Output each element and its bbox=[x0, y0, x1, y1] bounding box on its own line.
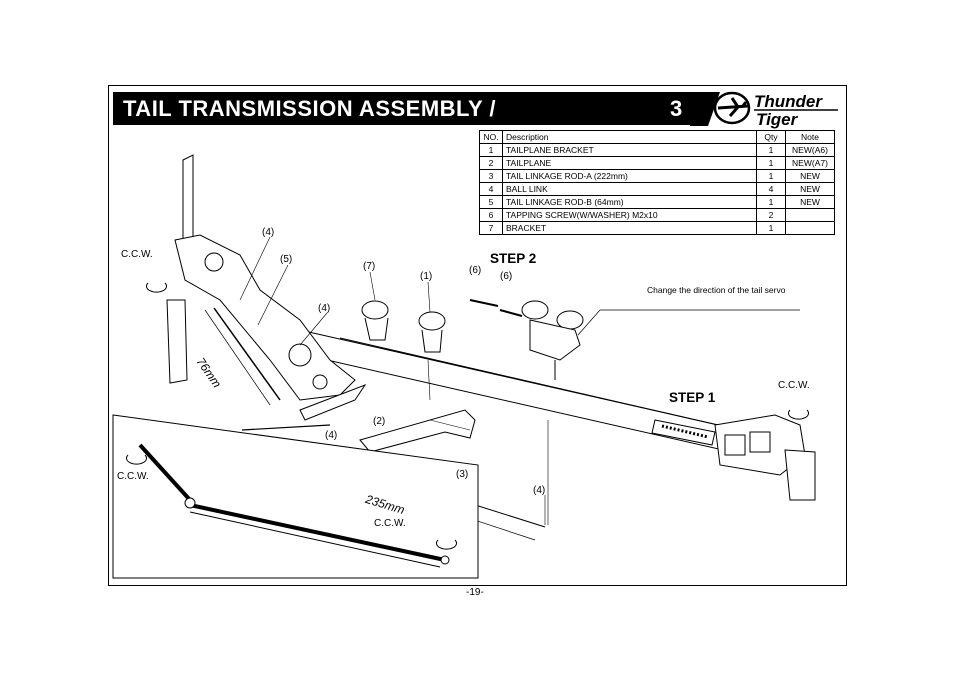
title-bar: TAIL TRANSMISSION ASSEMBLY / 3 bbox=[113, 92, 690, 125]
table-cell bbox=[785, 221, 835, 235]
table-row: 2 TAILPLANE 1 NEW(A7) bbox=[479, 156, 835, 170]
page-number: -19- bbox=[466, 587, 484, 598]
callout-part-1: (1) bbox=[420, 271, 433, 282]
page-title: TAIL TRANSMISSION ASSEMBLY / bbox=[123, 96, 496, 121]
ccw-label: C.C.W. bbox=[374, 518, 406, 529]
page-frame bbox=[108, 85, 847, 586]
callout-part-4: (4) bbox=[533, 485, 546, 496]
callout-part-4: (4) bbox=[325, 430, 338, 441]
callout-part-4: (4) bbox=[318, 303, 331, 314]
callout-part-5: (5) bbox=[280, 254, 293, 265]
callout-part-7: (7) bbox=[363, 261, 376, 272]
callout-part-6: (6) bbox=[500, 271, 513, 282]
table-row: 4 BALL LINK 4 NEW bbox=[479, 182, 835, 196]
section-number: 3 bbox=[670, 96, 683, 121]
callout-part-4: (4) bbox=[262, 227, 275, 238]
ccw-label: C.C.W. bbox=[121, 249, 153, 260]
thunder-tiger-logo: Thunder Tiger bbox=[690, 91, 838, 129]
svg-text:Tiger: Tiger bbox=[756, 110, 799, 129]
step-2-label: STEP 2 bbox=[490, 251, 537, 266]
ccw-label: C.C.W. bbox=[117, 471, 149, 482]
step-1-label: STEP 1 bbox=[669, 390, 716, 405]
callout-part-6: (6) bbox=[469, 265, 482, 276]
ccw-label: C.C.W. bbox=[778, 380, 810, 391]
table-row: 7 BRACKET 1 bbox=[479, 221, 835, 235]
servo-note: Change the direction of the tail servo bbox=[647, 285, 786, 295]
svg-text:Thunder: Thunder bbox=[754, 92, 823, 111]
parts-table: NO. Description Qty Note 1 TAILPLANE BRA… bbox=[479, 130, 835, 235]
callout-part-2: (2) bbox=[373, 416, 386, 427]
callout-part-3: (3) bbox=[456, 469, 469, 480]
